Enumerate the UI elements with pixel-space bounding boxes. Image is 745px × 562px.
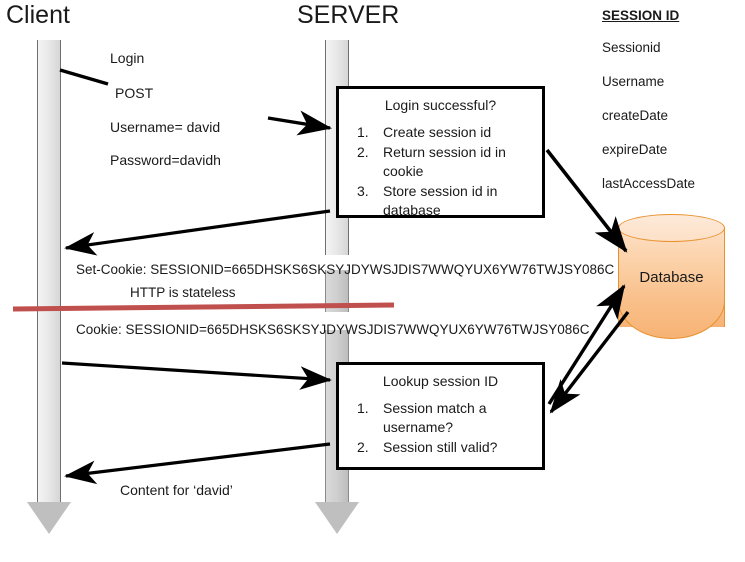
label-post: POST bbox=[115, 85, 154, 101]
box-login-steps: 1. Create session id 2. Return session i… bbox=[339, 114, 542, 220]
database-label: Database bbox=[639, 269, 704, 286]
label-set-cookie: Set-Cookie: SESSIONID=665DHSKS6SKSYJDYWS… bbox=[76, 262, 615, 277]
step-text: Session still valid? bbox=[383, 439, 498, 455]
process-box-lookup-session: Lookup session ID 1. Session match a use… bbox=[336, 362, 545, 470]
session-field-createdate: createDate bbox=[602, 108, 669, 123]
session-id-panel: SESSION ID Sessionid Username createDate… bbox=[602, 8, 745, 210]
box-lookup-steps: 1. Session match a username? 2. Session … bbox=[339, 390, 542, 457]
box-login-step-3: 3. Store session id in database bbox=[339, 182, 542, 220]
step-text: Store session id in database bbox=[383, 183, 498, 218]
step-number: 1. bbox=[357, 400, 369, 416]
step-number: 1. bbox=[357, 124, 369, 140]
session-field-lastaccessdate: lastAccessDate bbox=[602, 176, 696, 191]
server-lifeline-arrowhead bbox=[315, 502, 359, 534]
server-column-title: SERVER bbox=[297, 1, 400, 29]
box-lookup-title: Lookup session ID bbox=[382, 373, 499, 389]
session-field-username: Username bbox=[602, 74, 665, 89]
database-cylinder: Database bbox=[618, 214, 725, 340]
label-login: Login bbox=[110, 50, 145, 66]
database-bottom-ellipse bbox=[618, 301, 725, 339]
box-login-step-1: 1. Create session id bbox=[339, 123, 542, 142]
step-number: 3. bbox=[357, 183, 369, 199]
box-login-step-2: 2. Return session id in cookie bbox=[339, 143, 542, 181]
box-login-title: Login successful? bbox=[384, 97, 497, 113]
box-lookup-step-2: 2. Session still valid? bbox=[339, 438, 542, 457]
client-lifeline bbox=[37, 40, 61, 512]
box-lookup-step-1: 1. Session match a username? bbox=[339, 399, 542, 437]
label-cookie: Cookie: SESSIONID=665DHSKS6SKSYJDYWSJDIS… bbox=[76, 322, 590, 337]
process-box-login-successful: Login successful? 1. Create session id 2… bbox=[336, 86, 545, 218]
arrow-server-to-client-setcookie bbox=[64, 209, 331, 256]
session-field-expiredate: expireDate bbox=[602, 142, 668, 157]
label-password: Password=davidh bbox=[110, 152, 221, 168]
step-number: 2. bbox=[357, 144, 369, 160]
database-top-ellipse bbox=[618, 214, 725, 242]
label-username: Username= david bbox=[110, 119, 221, 135]
client-lifeline-arrowhead bbox=[27, 502, 71, 534]
arrow-client-to-server-login bbox=[267, 110, 333, 136]
session-id-heading: SESSION ID bbox=[602, 8, 680, 23]
step-text: Create session id bbox=[383, 124, 492, 140]
session-field-sessionid: Sessionid bbox=[602, 40, 661, 55]
step-text: Return session id in cookie bbox=[383, 144, 506, 179]
label-http-stateless: HTTP is stateless bbox=[130, 285, 236, 300]
step-number: 2. bbox=[357, 439, 369, 455]
arrow-login-post bbox=[59, 68, 109, 86]
arrow-client-to-server-cookie bbox=[61, 361, 332, 390]
client-column-title: Client bbox=[6, 1, 70, 29]
label-content-for-david: Content for ‘david’ bbox=[120, 482, 233, 498]
step-text: Session match a username? bbox=[383, 400, 487, 435]
arrow-lookup-to-database bbox=[547, 284, 626, 405]
arrow-server-to-client-content bbox=[64, 442, 331, 485]
